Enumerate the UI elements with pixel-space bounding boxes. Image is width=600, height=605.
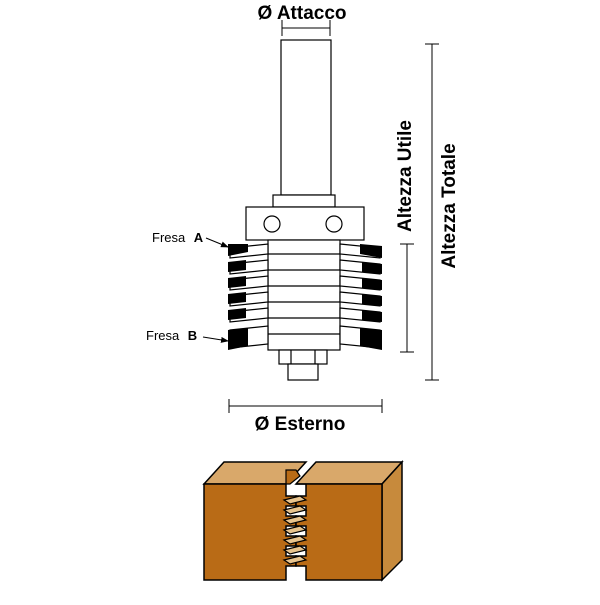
cutter-a-callout: Fresa A: [152, 229, 229, 248]
cutter-b-arrow-icon: [202, 336, 229, 343]
cutter-b-callout: Fresa B: [146, 327, 229, 344]
right-board-side: [381, 460, 403, 582]
right-board-front: [295, 483, 383, 581]
cutter-stack-right: [339, 243, 382, 350]
shank-diameter-label: Ø Attacco: [257, 3, 346, 24]
arbor-core: [267, 239, 341, 351]
shank-neck: [272, 194, 336, 208]
left-board-front: [203, 483, 297, 581]
cutter-b-letter: B: [188, 328, 197, 343]
svg-text:Fresa B: Fresa B: [146, 327, 197, 344]
cutter-a-letter: A: [194, 230, 204, 245]
cutter-b-prefix: Fresa: [146, 328, 180, 343]
cutter-a-arrow-icon: [205, 237, 229, 248]
outer-diameter-dimension: Ø Esterno: [228, 399, 383, 435]
shank: [280, 39, 332, 196]
useful-height-label: Altezza Utile: [395, 120, 416, 232]
joint-fingers: [282, 495, 308, 565]
cutter-stack-left: [228, 243, 269, 350]
arbor-rings: [268, 253, 340, 335]
bottom-nut: [278, 349, 328, 365]
router-bit: [228, 39, 382, 381]
total-height-dimension: Altezza Totale: [425, 43, 460, 381]
bottom-bolt: [287, 363, 319, 381]
shank-diameter-dimension: Ø Attacco: [257, 3, 347, 36]
total-height-label: Altezza Totale: [439, 143, 460, 268]
useful-height-dimension: Altezza Utile: [395, 120, 416, 353]
finger-joint-illustration: [202, 460, 404, 582]
outer-diameter-label: Ø Esterno: [255, 414, 346, 435]
collar-hole-left-icon: [263, 215, 281, 233]
cutter-a-prefix: Fresa: [152, 230, 186, 245]
collar-hole-right-icon: [325, 215, 343, 233]
svg-text:Fresa A: Fresa A: [152, 229, 204, 246]
